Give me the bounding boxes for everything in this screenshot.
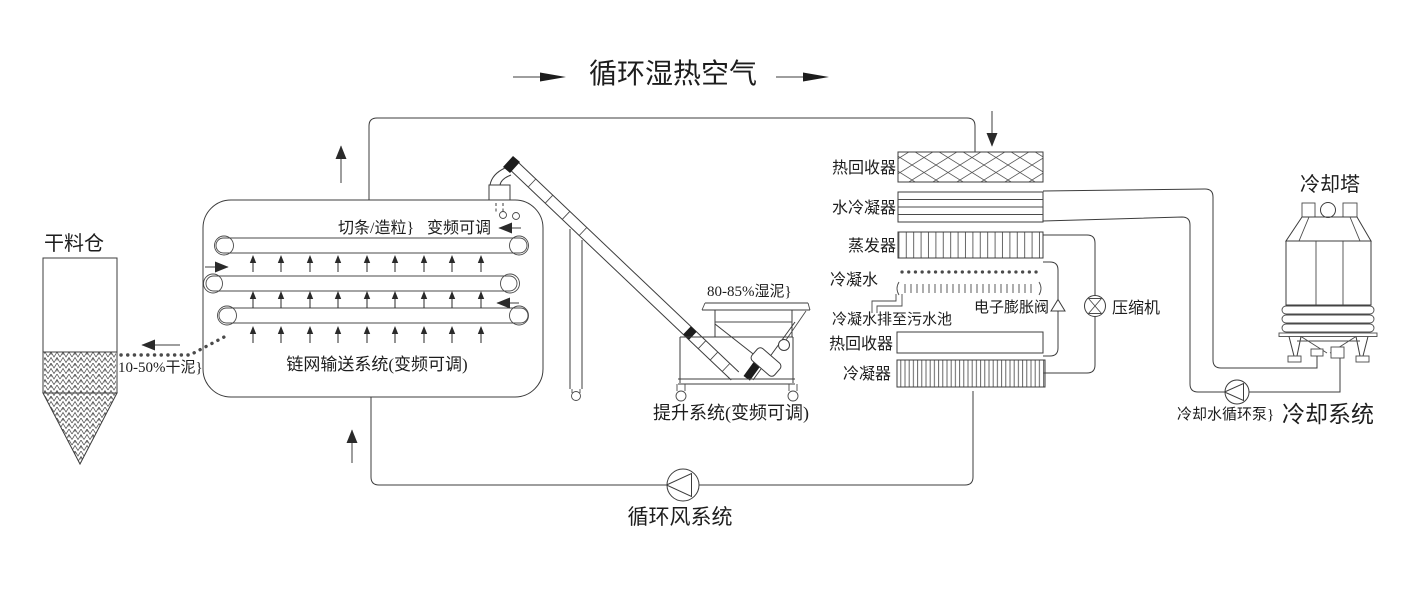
cooling-tower: [1278, 202, 1378, 363]
drain-pipe: [876, 294, 903, 313]
condenser-box: [896, 359, 1046, 388]
evaporator-box: [897, 231, 1044, 259]
condensate-drain-label: 冷凝水排至污水池: [832, 311, 952, 328]
cooling-water-return-pipe: [1042, 216, 1341, 393]
heat-recovery-bottom-box: [896, 331, 1044, 354]
circulation-pump-icon: [1223, 379, 1250, 405]
water-condenser-box: [897, 191, 1044, 223]
evaporator-label: 蒸发器: [848, 237, 896, 255]
hopper-right-wall: [752, 321, 796, 381]
title-group: 循环湿热空气: [513, 58, 829, 90]
condensate-label: 冷凝水: [830, 271, 878, 289]
compressor-icon: [1084, 295, 1106, 317]
support-leg: [569, 229, 583, 401]
top-air-duct: [368, 117, 976, 200]
condensate-tray: [871, 281, 1042, 313]
title-left-arrowhead-icon: [540, 72, 566, 82]
cooling-water-supply-pipe: [1042, 188, 1318, 369]
circulation-fan-icon: [665, 468, 700, 502]
cooling-circuit: 冷却塔 冷却水循环泵} 冷却系统: [1042, 173, 1378, 427]
drain-pipe: [871, 294, 897, 313]
wet-sludge-note: 80-85%湿泥}: [707, 283, 792, 300]
drive-pulley-icon: [778, 339, 790, 351]
tower-nozzle: [1310, 348, 1324, 357]
belt-1: [214, 235, 529, 256]
heat-pump-stack: 热回收器 水冷凝器 蒸发器 冷凝水 电子膨胀阀 压缩机 冷凝水排至污水池 热回收…: [829, 151, 1160, 388]
dry-sludge-note: 10-50%干泥}: [118, 359, 203, 376]
expansion-valve-icon: [1050, 298, 1066, 312]
cart-wheel-icon: [787, 390, 799, 402]
tower-fan-motor-icon: [1320, 202, 1336, 218]
belt-3: [217, 305, 529, 326]
feed-cart: [675, 302, 811, 402]
cooling-tower-label: 冷却塔: [1300, 173, 1360, 196]
air-duct-loop: 循环风系统: [335, 111, 998, 529]
vfd-label: 变频可调: [427, 219, 491, 237]
screw-tube-bottom-edge: [507, 167, 732, 381]
heat-recovery-bottom-label: 热回收器: [829, 335, 893, 353]
heat-recovery-top-label: 热回收器: [832, 159, 896, 177]
tower-nozzle: [1330, 346, 1345, 359]
conveyor-label: 链网输送系统(变频可调): [286, 355, 467, 374]
hot-air-arrows: [249, 254, 485, 344]
hopper-band: [743, 361, 761, 381]
screw-tube-top-edge: [515, 159, 740, 373]
lifting-system-label: 提升系统(变频可调): [653, 403, 809, 424]
cutting-label: 切条/造粒}: [338, 219, 414, 237]
discharge-spout: [488, 167, 512, 213]
tube-top-band: [503, 156, 520, 173]
dry-material-silo: 干料仓: [42, 232, 118, 466]
air-system-label: 循环风系统: [628, 505, 733, 529]
cart-wheel-icon: [675, 390, 687, 402]
silo-label: 干料仓: [44, 232, 104, 255]
belt-2: [203, 273, 520, 294]
heat-recovery-top-box: [897, 151, 1044, 183]
title-right-arrowhead-icon: [803, 72, 829, 82]
chain-net-dryer: 切条/造粒} 变频可调 链网输送系统(变频可调): [202, 199, 544, 398]
page-title: 循环湿热空气: [589, 58, 757, 90]
condenser-label: 冷凝器: [843, 365, 891, 383]
dry-sludge-trail: 10-50%干泥}: [118, 334, 228, 376]
tube-mid-band: [683, 326, 697, 340]
screw-motor-icon: [750, 347, 782, 377]
water-condenser-label: 水冷凝器: [832, 199, 896, 217]
compressor-label: 压缩机: [1112, 299, 1160, 317]
cooling-pump-label: 冷却水循环泵}: [1177, 406, 1274, 423]
hopper-left-wall: [714, 323, 758, 358]
lifting-system: 80-85%湿泥} 提升系统(变频可调): [488, 156, 811, 424]
expansion-valve-label: 电子膨胀阀: [974, 299, 1049, 316]
screw-flights: [527, 178, 731, 372]
cooling-system-label: 冷却系统: [1282, 402, 1374, 427]
